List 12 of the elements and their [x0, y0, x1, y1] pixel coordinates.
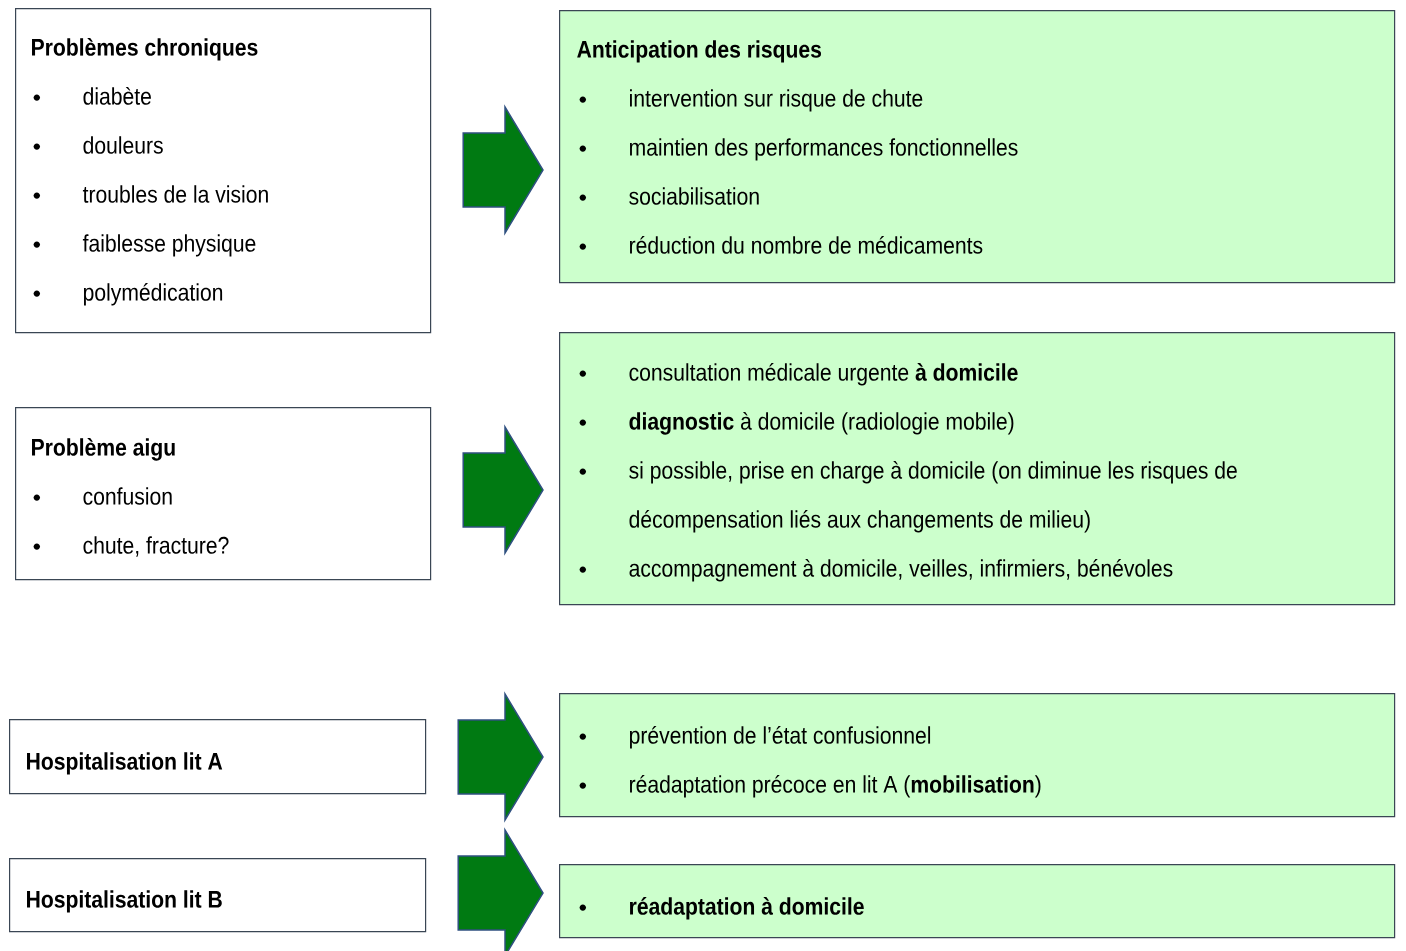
content-box: prévention de l’état confusionnel réadaptation précoce en lit A (mobilisation) [559, 693, 1396, 818]
problem-box: Problèmes chroniques diabète douleurs troubles de la vision faiblesse physique polymédication [15, 8, 432, 334]
block-arrow [462, 424, 544, 556]
block-arrow [457, 691, 544, 823]
block-arrow [462, 104, 544, 236]
content-box: réadaptation à domicile [559, 864, 1396, 939]
content-box: consultation médicale urgente à domicile diagnostic à domicile (radiologie mobile) si possible, prise en charge à domicile (on diminue les risques de décompensation liés aux changements de milieu) accompagnement à domicile, veilles, infirmiers, bénévoles [559, 332, 1396, 606]
block-arrow [457, 827, 544, 951]
problem-box: Hospitalisation lit B [9, 858, 427, 933]
content-box: Anticipation des risques intervention sur risque de chute maintien des performances fonctionnelles sociabilisation réduction du nombre de médicaments [559, 10, 1396, 284]
problem-box: Problème aigu confusion chute, fracture? [15, 407, 432, 581]
problem-box: Hospitalisation lit A [9, 719, 427, 795]
